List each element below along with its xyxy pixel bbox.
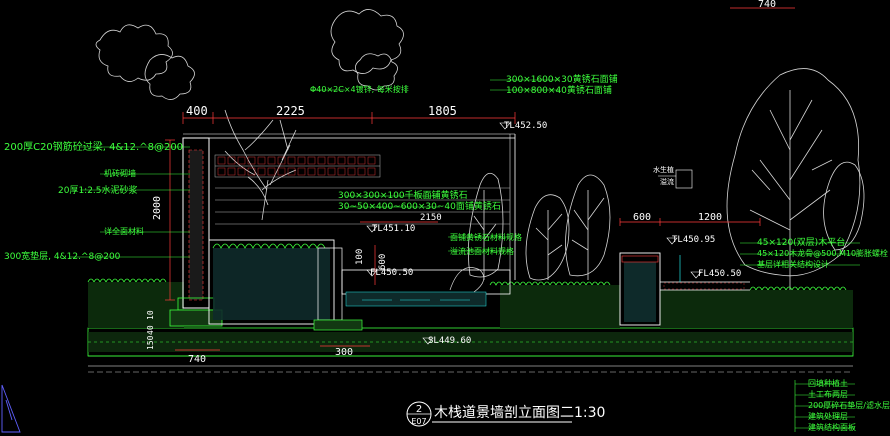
badge-top: 2 <box>416 404 422 415</box>
note-backfill: 回填种植土 <box>808 378 848 388</box>
note-gravel: 200厚碎石垫层/滤水层 <box>808 400 890 410</box>
raised-planter <box>208 239 363 331</box>
brick-cell <box>277 156 286 165</box>
brick-cell <box>287 156 296 165</box>
brick-cell <box>257 156 266 165</box>
brick-cell <box>217 156 226 165</box>
brick-cell <box>257 167 266 176</box>
brick-cell <box>317 156 326 165</box>
dim-2225: 2225 <box>276 104 305 118</box>
brick-cell <box>357 156 366 165</box>
note-aquatic-plant: 水生植 <box>653 165 674 174</box>
dimension-lines <box>165 7 795 351</box>
brick-cell <box>347 156 356 165</box>
note-material-ref: 详全面材料 <box>104 226 144 236</box>
note-brick-wall: 机砖砌墙 <box>104 168 136 178</box>
dim-600-vertical: 600 <box>378 254 388 270</box>
brick-cell <box>357 167 366 176</box>
brick-cell <box>307 156 316 165</box>
drawing-title: 木栈道景墙剖立面图二 <box>434 405 574 421</box>
dim-40: 40 <box>146 325 155 335</box>
dim-1805: 1805 <box>428 104 457 118</box>
note-paving-800: 100×800×40黄锈石面铺 <box>506 84 612 96</box>
level-fl450-b: FL450.50 <box>698 269 741 279</box>
brick-cell <box>227 156 236 165</box>
level-markers <box>366 122 702 345</box>
level-sl449: SL449.60 <box>428 336 471 346</box>
dim-100: 100 <box>355 249 365 265</box>
brick-cell <box>307 167 316 176</box>
level-tl452: TL452.50 <box>504 121 547 131</box>
note-stone-300: 300×300×100千板面铺黄锈石 <box>338 189 468 201</box>
note-slab: 建筑结构面板 <box>808 422 856 432</box>
brick-cell <box>317 167 326 176</box>
dim-400: 400 <box>186 104 208 118</box>
dim-bottom-740: 740 <box>188 354 206 365</box>
note-paving-1600: 300×1600×30黄锈石面铺 <box>506 73 618 85</box>
brick-cell <box>337 167 346 176</box>
dim-300: 300 <box>335 347 353 358</box>
dim-top-740: 740 <box>758 0 776 10</box>
note-overflow: 溢流 <box>660 177 674 186</box>
note-lintel: 200厚C20钢筋砼过梁, 4&12.^8@200 <box>4 140 183 153</box>
brick-cell <box>367 156 376 165</box>
brick-cell <box>247 167 256 176</box>
brick-cell <box>277 167 286 176</box>
brick-cell <box>337 156 346 165</box>
soil-layers <box>87 278 854 373</box>
brick-cell <box>237 167 246 176</box>
water-basin <box>341 267 511 307</box>
right-wall-block <box>619 252 750 326</box>
note-treatment: 建筑处理层 <box>808 411 848 421</box>
brick-cell <box>227 167 236 176</box>
brick-cell <box>287 167 296 176</box>
note-joist: 45×120木龙骨@500,M10膨胀螺栓 <box>757 248 888 258</box>
dim-150: 150 <box>146 335 155 350</box>
dim-600: 600 <box>633 212 651 223</box>
dim-2150: 2150 <box>420 213 442 223</box>
brick-cell <box>297 156 306 165</box>
brick-cell <box>217 167 226 176</box>
brick-cell <box>327 167 336 176</box>
tree-right-large <box>726 68 865 290</box>
dim-2000: 2000 <box>152 196 163 220</box>
brick-cell <box>367 167 376 176</box>
note-pool-spec: 溢流池面材料规格 <box>450 246 514 256</box>
note-geotextile: 土工布两层 <box>808 389 848 399</box>
note-footing: 300宽垫层, 4&12.^8@200 <box>4 250 121 262</box>
leader-lines <box>70 79 860 432</box>
brick-cells <box>217 156 376 176</box>
note-deck: 45×120(双层)木平台 <box>757 236 845 248</box>
note-stone-spec: 面铺黄锈石材料规格 <box>450 232 522 242</box>
note-stone-random: 30~50×400~600×30~40面铺黄锈石 <box>338 200 501 212</box>
brick-cell <box>237 156 246 165</box>
brick-cell <box>267 167 276 176</box>
brick-cell <box>347 167 356 176</box>
level-tl450: TL450.95 <box>672 235 715 245</box>
brick-cell <box>267 156 276 165</box>
brick-cell <box>247 156 256 165</box>
tree-right-small <box>467 172 611 281</box>
brick-screen-panel <box>214 154 510 225</box>
dim-10: 10 <box>146 310 155 320</box>
brick-cell <box>327 156 336 165</box>
ucs-icon <box>1 384 21 433</box>
note-mortar: 20厚1:2.5水泥砂浆 <box>58 184 138 196</box>
dim-1200: 1200 <box>698 212 722 223</box>
brick-cell <box>297 167 306 176</box>
note-base-ref: 基层详相关结构设计 <box>757 259 829 269</box>
level-fl450-a: FL450.50 <box>370 268 413 278</box>
badge-bottom: E07 <box>411 417 426 426</box>
level-tl451: TL451.10 <box>372 224 415 234</box>
callout-box <box>658 169 693 189</box>
title-block: 2 E07 木栈道景墙剖立面图二 1:30 <box>406 401 605 427</box>
note-steel-pipe: Φ40×2C×4镀锌, 每米按排 <box>310 84 409 94</box>
drawing-scale: 1:30 <box>574 405 605 421</box>
